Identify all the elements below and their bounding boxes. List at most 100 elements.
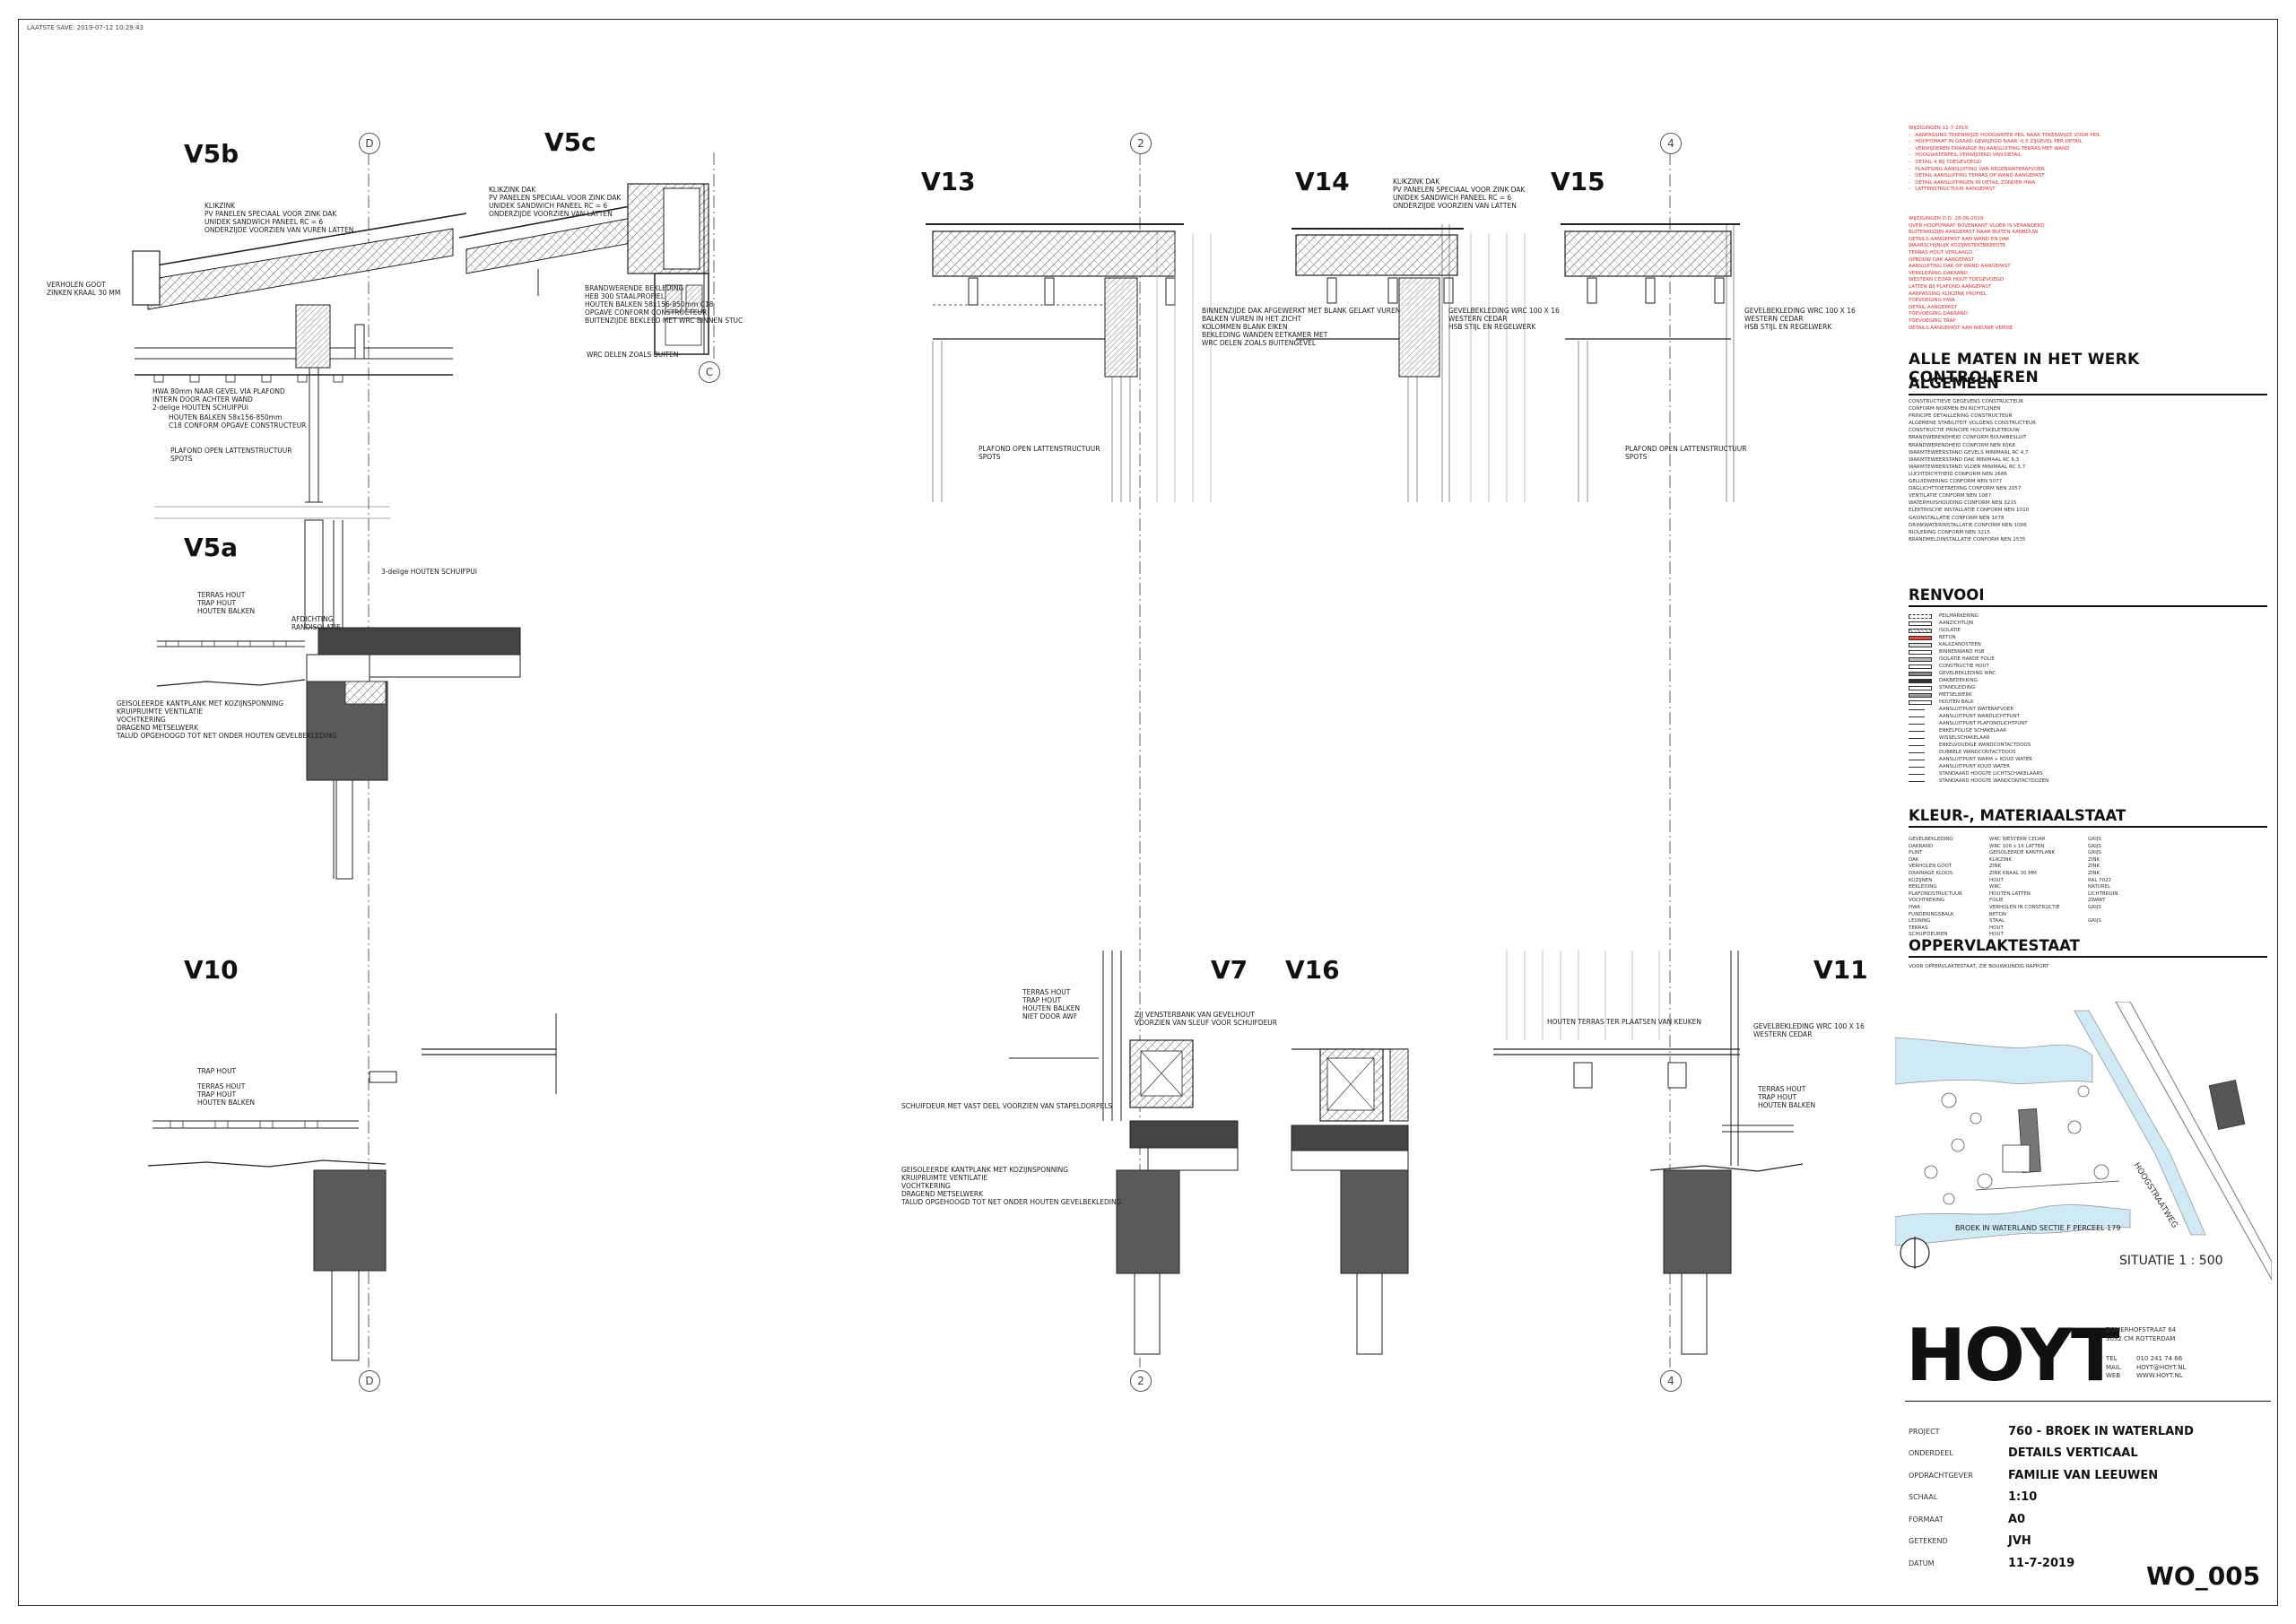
material-type: ZINK — [1989, 864, 2002, 870]
grid-bubble-2-top: 2 — [1130, 133, 1152, 154]
revision-notes: WIJZIGINGEN 11-7-2019 - AANPASSING TEKEN… — [1909, 126, 2100, 193]
legend-item: PEILMARKERING — [1909, 612, 2267, 620]
legend-swatch — [1909, 737, 1925, 739]
sheet-border — [18, 19, 2278, 1606]
note-v7-terrace: TERRAS HOUT TRAP HOUT HOUTEN BALKEN NIET… — [1022, 988, 1081, 1020]
material-color: ZINK — [2088, 870, 2100, 876]
material-color: ZWART — [2088, 898, 2106, 904]
legend-swatch — [1909, 780, 1925, 782]
title-block-label: OPDRACHTGEVER — [1909, 1471, 1973, 1480]
legend-item: STANDAARD HOOGTE WANDCONTACTDOZEN — [1909, 777, 2267, 785]
revision-notes-2: WIJZIGINGEN D.D. 28-06-2019 OVER HOOFDMA… — [1909, 216, 2045, 331]
note-v14-cladding: GEVELBEKLEDING WRC 100 X 16 WESTERN CEDA… — [1448, 307, 1560, 331]
legend-item: AANSLUITPUNT WATERAFVOER — [1909, 706, 2267, 713]
detail-v7 — [1009, 951, 1239, 1355]
detail-label-v15: V15 — [1551, 167, 1605, 196]
legend-swatch — [1909, 685, 1932, 690]
note-v5a-pui: 3-delige HOUTEN SCHUIFPUI — [381, 568, 478, 576]
detail-v11 — [1493, 951, 1804, 1355]
detail-label-v5b: V5b — [184, 139, 239, 169]
legend-swatch — [1909, 678, 1932, 683]
material-color: GRIJS — [2088, 843, 2101, 849]
legend-label: DAKBEDEKKING — [1939, 678, 1978, 683]
legend-swatch — [1909, 671, 1932, 676]
legend-item: GEVELBEKLEDING WRC — [1909, 670, 2267, 677]
grid-bubble-d-top: D — [359, 133, 380, 154]
legend-swatch — [1909, 621, 1932, 626]
note-v13-ceiling: PLAFOND OPEN LATTENSTRUCTUUR SPOTS — [978, 445, 1100, 461]
material-element: TERRAS — [1909, 925, 1928, 931]
legend-item: CONSTRUCTIE HOUT — [1909, 663, 2267, 670]
material-color: ZINK — [2088, 864, 2100, 870]
material-element: SCHUIFDEUREN — [1909, 932, 1948, 938]
legend-swatch — [1909, 656, 1932, 662]
legend-label: WISSELSCHAKELAAR — [1939, 735, 1990, 741]
material-element: BEKLEDING — [1909, 884, 1937, 890]
legend-item: KALKZANDSTEEN — [1909, 641, 2267, 648]
detail-v16 — [1291, 1048, 1409, 1355]
map-scale-label: SITUATIE 1 : 500 — [2119, 1254, 2223, 1268]
materials-heading: KLEUR-, MATERIAALSTAAT — [1909, 807, 2267, 828]
detail-label-v5a: V5a — [184, 533, 239, 562]
legend-item: AANZICHTLIJN — [1909, 620, 2267, 627]
legend-swatch — [1909, 716, 1925, 717]
material-color: GRIJS — [2088, 850, 2101, 856]
legend-label: DUBBELE WANDCONTACTDOOS — [1939, 750, 2016, 755]
note-v5b-roof: KLIKZINK PV PANELEN SPECIAAL VOOR ZINK D… — [204, 202, 354, 234]
legend-item: ISOLATIE — [1909, 627, 2267, 634]
grid-bubble-c: C — [699, 361, 720, 383]
legend-label: AANZICHTLIJN — [1939, 621, 1974, 626]
legend-item: WISSELSCHAKELAAR — [1909, 734, 2267, 742]
detail-v15 — [1561, 223, 1740, 502]
detail-v5b — [132, 213, 467, 519]
material-element: DAK — [1909, 856, 1919, 863]
legend-swatch — [1909, 730, 1925, 732]
hoyt-logo: HOYT — [1906, 1314, 2120, 1397]
note-v5b-ceiling: PLAFOND OPEN LATTENSTRUCTUUR SPOTS — [170, 447, 292, 463]
note-v11-cladding: GEVELBEKLEDING WRC 100 X 16 WESTERN CEDA… — [1753, 1022, 1865, 1038]
note-v5a-seal: AFDICHTING RANDISOLATIE — [291, 615, 341, 631]
material-element: DAKRAND — [1909, 843, 1934, 849]
note-v5b-beams: HOUTEN BALKEN 58x156-850mm C18 CONFORM O… — [169, 413, 307, 430]
material-color: NATUREL — [2088, 884, 2111, 890]
legend-item: DUBBELE WANDCONTACTDOOS — [1909, 749, 2267, 756]
note-v5a-foundation: GEISOLEERDE KANTPLANK MET KOZIJNSPONNING… — [117, 699, 337, 740]
legend-swatch — [1909, 723, 1925, 725]
legend-label: AANSLUITPUNT WANDLICHTPUNT — [1939, 714, 2020, 719]
material-type: WRC WESTERN CEDAR — [1989, 837, 2046, 842]
title-block-label: GETEKEND — [1909, 1537, 1948, 1546]
legend-label: ENKELPOLIGE SCHAKELAAR — [1939, 728, 2007, 734]
legend-item: BETON — [1909, 634, 2267, 641]
grid-bubble-d-bottom: D — [359, 1370, 380, 1392]
general-text: CONSTRUCTIEVE GEGEVENS CONSTRUCTEUR CONF… — [1909, 399, 2036, 543]
note-v10-terrace: TERRAS HOUT TRAP HOUT HOUTEN BALKEN — [197, 1082, 256, 1107]
material-element: DRAINAGE KLOOS — [1909, 870, 1953, 876]
legend-label: BETON — [1939, 635, 1956, 640]
title-block-value: 11-7-2019 — [2008, 1556, 2075, 1570]
material-type: HOUT — [1989, 877, 2004, 883]
title-block-label: ONDERDEEL — [1909, 1449, 1953, 1458]
legend-item: HOUTEN BALK — [1909, 699, 2267, 706]
legend-swatch — [1909, 699, 1932, 705]
material-color: GRIJS — [2088, 904, 2101, 910]
drawing-number: WO_005 — [2146, 1561, 2261, 1591]
title-block-value: 760 - BROEK IN WATERLAND — [2008, 1424, 2194, 1438]
legend-item: AANSLUITPUNT WANDLICHTPUNT — [1909, 713, 2267, 720]
title-block-value: JVH — [2008, 1534, 2031, 1549]
note-v11-terrace: TERRAS HOUT TRAP HOUT HOUTEN BALKEN — [1758, 1085, 1816, 1109]
material-element: VOCHTKERING — [1909, 898, 1945, 904]
legend-item: STANDAARD HOOGTE LICHTSCHAKELAARS — [1909, 770, 2267, 777]
legend-label: ISOLATIE HARDE FOLIE — [1939, 656, 1995, 662]
